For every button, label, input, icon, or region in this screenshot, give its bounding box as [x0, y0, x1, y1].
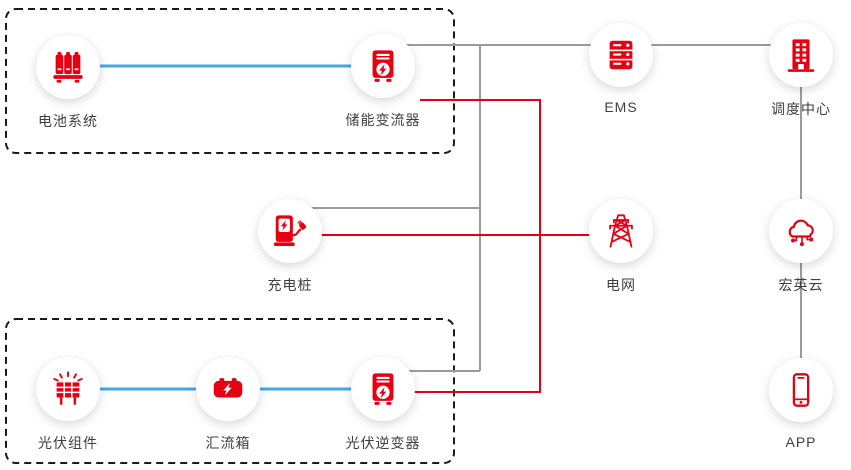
ems-circle: [589, 23, 653, 87]
charging-pile-circle: [258, 199, 322, 263]
cloud-label: 宏英云: [778, 277, 824, 293]
pv-module-circle: [36, 357, 100, 421]
pv-inverter-label: 光伏逆变器: [345, 435, 421, 451]
charging-pile-label: 充电桩: [267, 277, 313, 293]
node-pv-module: 光伏组件: [36, 357, 100, 451]
node-app: APP: [769, 358, 833, 450]
node-cloud: 宏英云: [769, 199, 833, 293]
smartphone-icon: [792, 373, 810, 407]
server-icon: [609, 40, 633, 70]
combiner-box-circle: [196, 357, 260, 421]
cloud-network-icon: [788, 219, 814, 247]
ev-charger-icon: [273, 215, 307, 247]
grid-circle: [589, 199, 653, 263]
storage-group-box: [5, 8, 455, 154]
node-pv-inverter: 光伏逆变器: [346, 357, 420, 451]
combiner-box-label: 汇流箱: [205, 435, 251, 451]
building-icon: [787, 39, 815, 72]
combiner-box-icon: [213, 378, 243, 398]
battery-system-label: 电池系统: [38, 113, 98, 129]
pv-inverter-circle: [351, 357, 415, 421]
transmission-tower-icon: [609, 214, 633, 248]
pv-module-label: 光伏组件: [38, 435, 98, 451]
grid-label: 电网: [606, 277, 636, 293]
converter-icon: [372, 50, 394, 82]
cloud-circle: [769, 199, 833, 263]
inverter-icon: [372, 373, 394, 405]
node-ems: EMS: [589, 23, 653, 115]
node-combiner-box: 汇流箱: [196, 357, 260, 451]
storage-converter-label: 储能变流器: [345, 112, 421, 128]
dispatch-center-circle: [769, 23, 833, 87]
node-storage-converter: 储能变流器: [346, 34, 420, 128]
battery-cabinet-icon: [53, 51, 83, 83]
solar-panel-icon: [53, 371, 83, 405]
app-circle: [769, 358, 833, 422]
ems-label: EMS: [604, 99, 638, 115]
storage-converter-circle: [351, 34, 415, 98]
node-charging-pile: 充电桩: [258, 199, 322, 293]
app-label: APP: [785, 434, 817, 450]
dispatch-center-label: 调度中心: [771, 101, 831, 117]
battery-system-circle: [36, 35, 100, 99]
node-grid: 电网: [589, 199, 653, 293]
node-dispatch-center: 调度中心: [769, 23, 833, 117]
node-battery-system: 电池系统: [36, 35, 100, 129]
